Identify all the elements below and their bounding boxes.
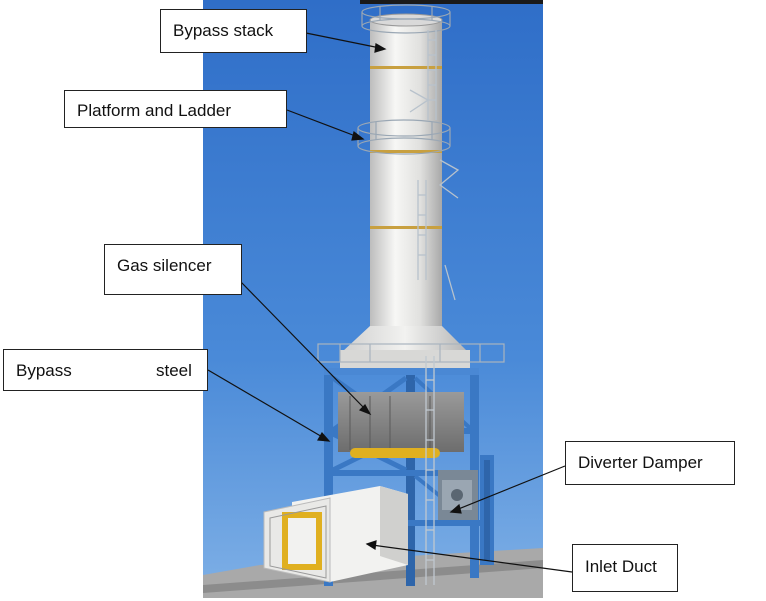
stack-ladder (409, 30, 460, 301)
callout-label: Platform and Ladder (77, 101, 232, 120)
arrow-gas-silencer (240, 281, 367, 411)
inlet-duct (263, 486, 408, 583)
callout-diverter-damper: Diverter Damper (565, 441, 735, 485)
arrow-platform-ladder (286, 109, 359, 138)
callout-inlet-duct: Inlet Duct (572, 544, 678, 592)
arrow-inlet-duct (371, 544, 573, 573)
arrow-diverter-damper (455, 465, 566, 511)
structure-ladder (425, 356, 435, 585)
callout-bypass-stack: Bypass stack (160, 9, 307, 53)
callout-platform-ladder: Platform and Ladder (64, 90, 287, 128)
top-strip (360, 0, 543, 4)
callout-label: Gas silencer (117, 256, 212, 275)
callout-label: Bypass stack (173, 21, 274, 40)
callout-label-left: Bypass (16, 361, 72, 380)
callout-label: Inlet Duct (585, 557, 657, 576)
arrow-bypass-stack (305, 32, 381, 49)
leader-arrows (207, 32, 573, 573)
gas-silencer (338, 392, 464, 458)
ground-slab-edge (203, 560, 543, 593)
hood-platform (317, 343, 505, 363)
hood-base (340, 350, 470, 368)
callout-label-right: steel (156, 361, 192, 380)
top-platform (361, 4, 451, 34)
callout-bypass-steel: Bypass steel (3, 349, 208, 391)
stack-hood (342, 326, 468, 352)
arrow-bypass-steel (207, 369, 325, 439)
diverter-damper (438, 470, 478, 520)
callout-gas-silencer: Gas silencer (104, 244, 242, 295)
mid-platform (357, 119, 451, 155)
bypass-stack (369, 13, 443, 330)
callout-label: Diverter Damper (578, 453, 703, 472)
